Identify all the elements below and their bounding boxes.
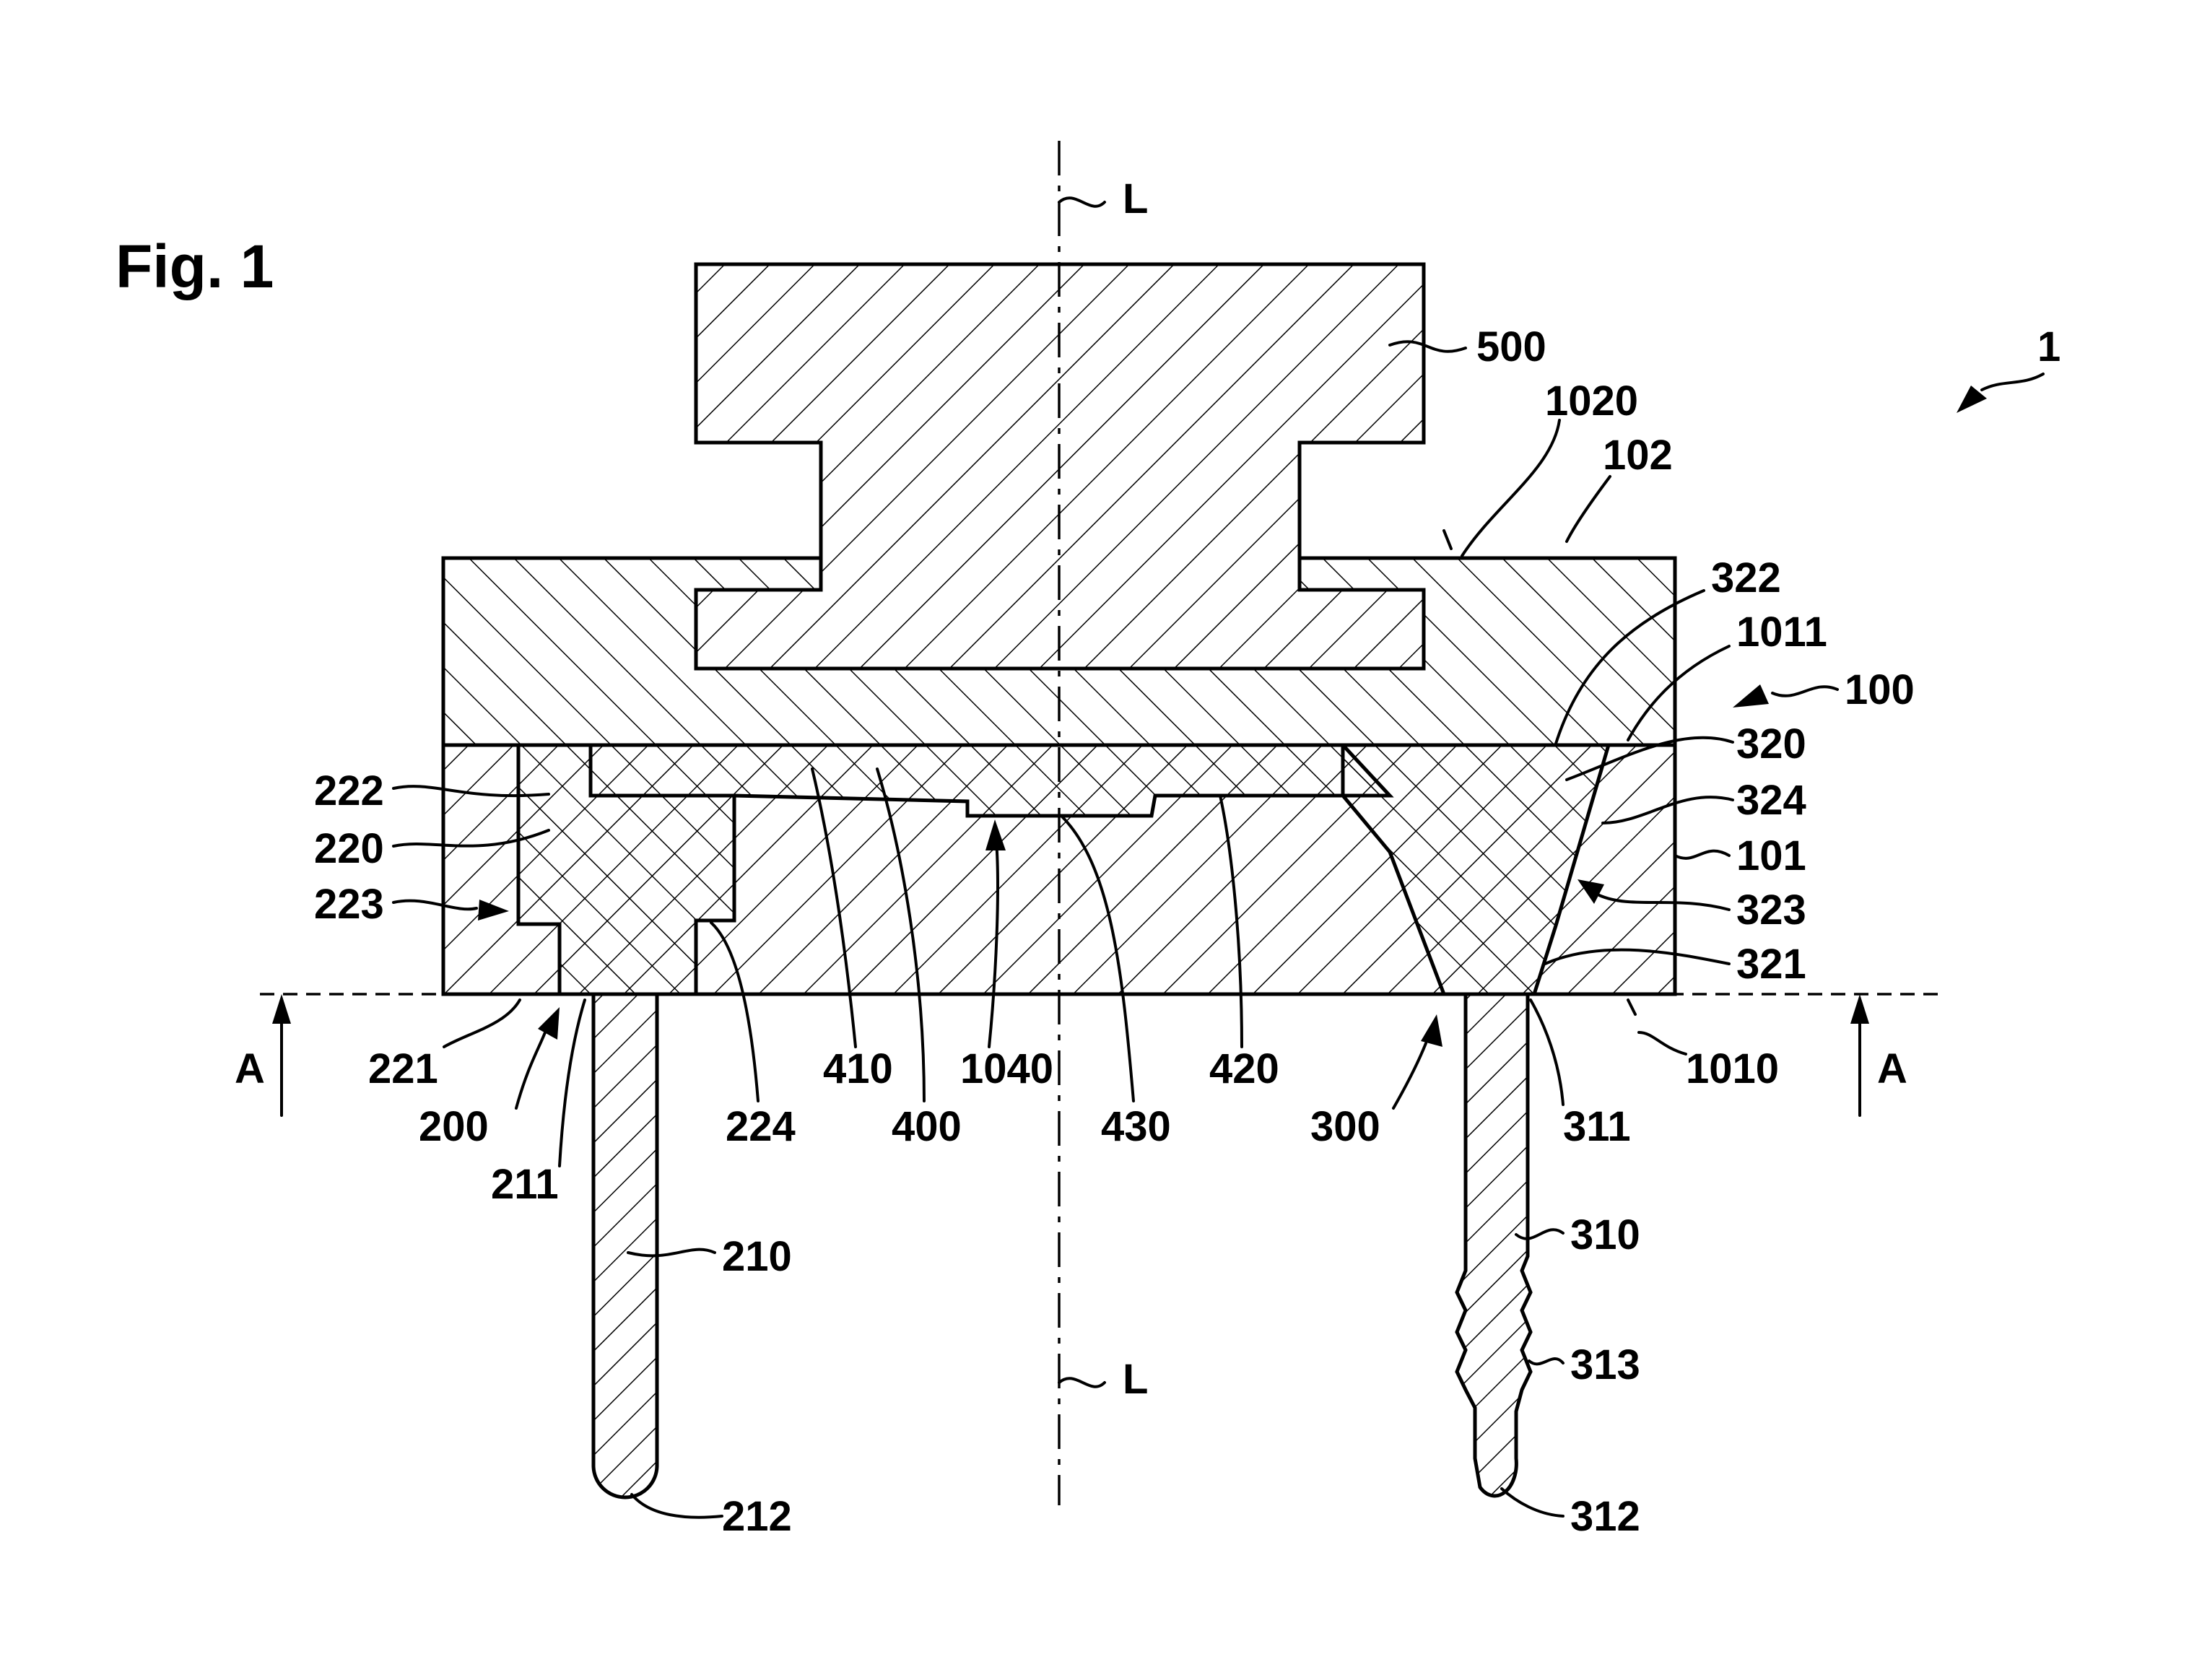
leader-324 (1601, 796, 1734, 824)
label-223: 223 (314, 881, 384, 928)
label-1: 1 (2037, 323, 2060, 370)
leader-200-arrowhead (538, 1007, 560, 1040)
leader-220 (392, 829, 550, 848)
pin-310 (1455, 992, 1533, 1498)
leader-500 (1388, 340, 1467, 353)
label-324: 324 (1736, 777, 1806, 824)
label-1011: 1011 (1736, 609, 1827, 656)
label-310: 310 (1570, 1211, 1640, 1258)
section-label-left: A (235, 1045, 265, 1092)
leader-313 (1528, 1357, 1565, 1366)
leader-1020 (1461, 419, 1561, 557)
label-312: 312 (1570, 1493, 1640, 1540)
label-210: 210 (722, 1233, 792, 1280)
pin-210 (591, 992, 659, 1500)
leader-312 (1500, 1487, 1565, 1518)
leader-300-arrowhead (1421, 1014, 1442, 1047)
leader-323-arrowhead (1577, 879, 1604, 904)
label-500: 500 (1476, 323, 1546, 370)
leader-1010 (1637, 1031, 1687, 1056)
leader-430 (1060, 814, 1135, 1102)
label-320: 320 (1736, 721, 1806, 767)
label-100: 100 (1845, 666, 1915, 713)
leader-1-arrowhead (1957, 386, 1987, 413)
leader-222 (392, 785, 550, 798)
leader-420 (1219, 794, 1243, 1048)
leader-101 (1674, 849, 1731, 860)
leader-lines (392, 340, 2045, 1519)
leader-211 (558, 998, 586, 1167)
leader-322 (1554, 589, 1705, 745)
leader-300 (1392, 1042, 1427, 1110)
axis-label-bottom: L (1123, 1356, 1148, 1403)
label-211: 211 (491, 1161, 559, 1208)
leader-1040 (988, 840, 999, 1048)
label-323: 323 (1736, 887, 1806, 933)
leader-223 (392, 899, 478, 911)
label-221: 221 (368, 1045, 438, 1092)
leader-320 (1565, 736, 1734, 781)
leader-1010-tick (1627, 998, 1637, 1016)
axis-leader-top (1058, 196, 1106, 208)
label-410: 410 (823, 1045, 893, 1092)
label-321: 321 (1736, 941, 1806, 988)
label-400: 400 (892, 1103, 962, 1150)
label-200: 200 (419, 1103, 489, 1150)
section-label-right: A (1877, 1045, 1907, 1092)
leader-224 (710, 921, 760, 1102)
leader-1 (1980, 373, 2045, 391)
label-420: 420 (1209, 1045, 1279, 1092)
section-arrow-left-head (272, 994, 291, 1024)
leader-100-arrowhead (1733, 684, 1769, 708)
label-300: 300 (1310, 1103, 1380, 1150)
leader-311 (1529, 998, 1565, 1106)
leader-323 (1598, 894, 1731, 911)
label-212: 212 (722, 1493, 792, 1540)
leader-100 (1771, 685, 1839, 697)
label-101: 101 (1736, 832, 1806, 879)
label-311: 311 (1563, 1103, 1631, 1150)
leader-410 (811, 767, 857, 1048)
leader-310 (1515, 1228, 1565, 1240)
label-224: 224 (726, 1103, 796, 1150)
leader-200 (515, 1031, 547, 1110)
reference-labels: 1 100 101 102 1010 1011 1020 1040 200 21… (314, 323, 2060, 1540)
section-arrow-right-head (1850, 994, 1869, 1024)
label-220: 220 (314, 825, 384, 872)
leader-223-arrowhead (478, 900, 509, 920)
label-313: 313 (1570, 1341, 1640, 1388)
leader-321 (1544, 948, 1731, 965)
label-222: 222 (314, 767, 384, 814)
leader-1020-tick (1442, 529, 1453, 550)
label-1010: 1010 (1686, 1045, 1779, 1092)
leader-210 (627, 1248, 716, 1258)
label-1020: 1020 (1545, 378, 1638, 425)
axis-label-top: L (1123, 175, 1148, 222)
leader-102 (1565, 475, 1611, 543)
leader-1011 (1627, 645, 1731, 741)
leader-400 (876, 767, 926, 1102)
label-322: 322 (1711, 554, 1781, 601)
axis-leader-bottom (1058, 1377, 1106, 1388)
leader-1040-arrowhead (985, 819, 1006, 850)
label-430: 430 (1101, 1103, 1171, 1150)
label-1040: 1040 (960, 1045, 1053, 1092)
figure-title: Fig. 1 (116, 232, 274, 300)
leader-221 (443, 998, 521, 1048)
label-102: 102 (1603, 432, 1673, 479)
leader-212 (630, 1493, 723, 1519)
